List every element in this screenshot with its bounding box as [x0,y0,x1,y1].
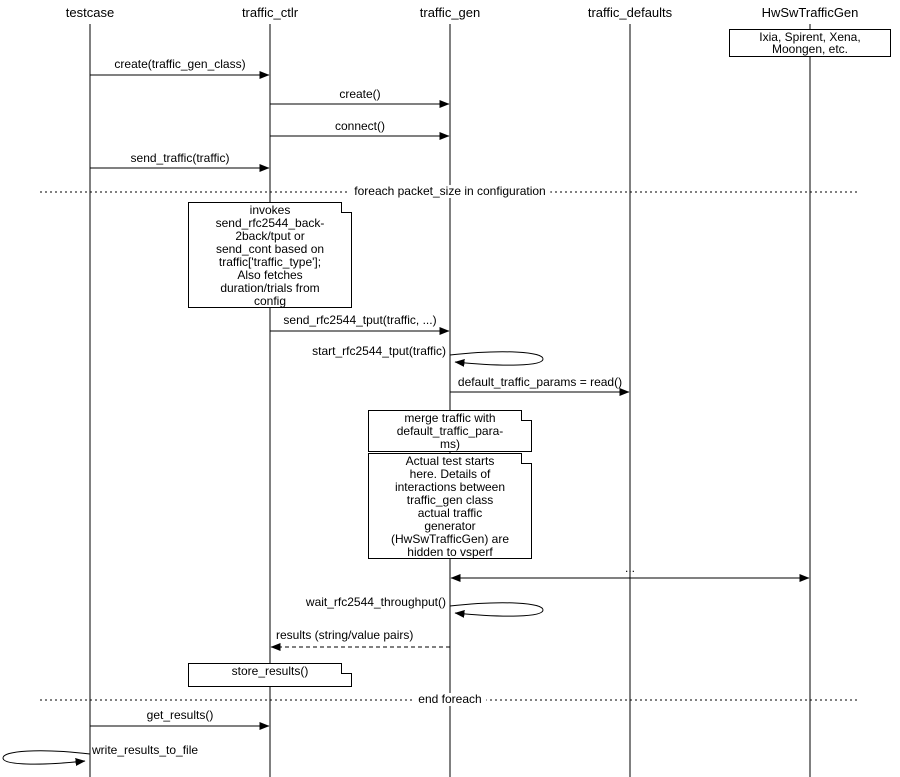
label-create-gen-class: create(traffic_gen_class) [114,57,246,71]
note-invokes: invokes send_rfc2544_back- 2back/tput or… [188,202,352,308]
actor-hwswtrafficgen: HwSwTrafficGen [761,5,859,20]
selfarrow-write-results [2,750,91,766]
actor-traffic-defaults: traffic_defaults [587,5,673,20]
selfarrow-start-rfc2544-tput [449,351,544,367]
label-connect: connect() [334,119,386,133]
divider-foreach-label: foreach packet_size in configuration [349,185,551,198]
label-results: results (string/value pairs) [276,628,414,642]
label-write-results-to-file: write_results_to_file [92,743,199,757]
selfarrow-wait-rfc2544-throughput [449,602,544,618]
label-get-results: get_results() [146,708,214,722]
label-send-rfc2544-tput: send_rfc2544_tput(traffic, ...) [283,313,437,327]
label-send-traffic: send_traffic(traffic) [130,151,230,165]
label-create: create() [339,87,381,101]
hw-implementations-box: Ixia, Spirent, Xena, Moongen, etc. [729,29,891,57]
label-default-traffic-params: default_traffic_params = read() [457,375,623,389]
note-store-results: store_results() [188,663,352,687]
actor-testcase: testcase [65,5,115,20]
note-merge-traffic: merge traffic with default_traffic_para-… [368,410,532,452]
note-actual-test: Actual test starts here. Details of inte… [368,453,532,559]
divider-end-foreach-label: end foreach [413,693,487,706]
label-hidden-interactions: ... [624,561,636,575]
label-wait-rfc2544-throughput: wait_rfc2544_throughput() [305,595,446,609]
actor-traffic-gen: traffic_gen [419,5,481,20]
actor-traffic-ctlr: traffic_ctlr [241,5,299,20]
label-start-rfc2544-tput: start_rfc2544_tput(traffic) [312,344,446,358]
